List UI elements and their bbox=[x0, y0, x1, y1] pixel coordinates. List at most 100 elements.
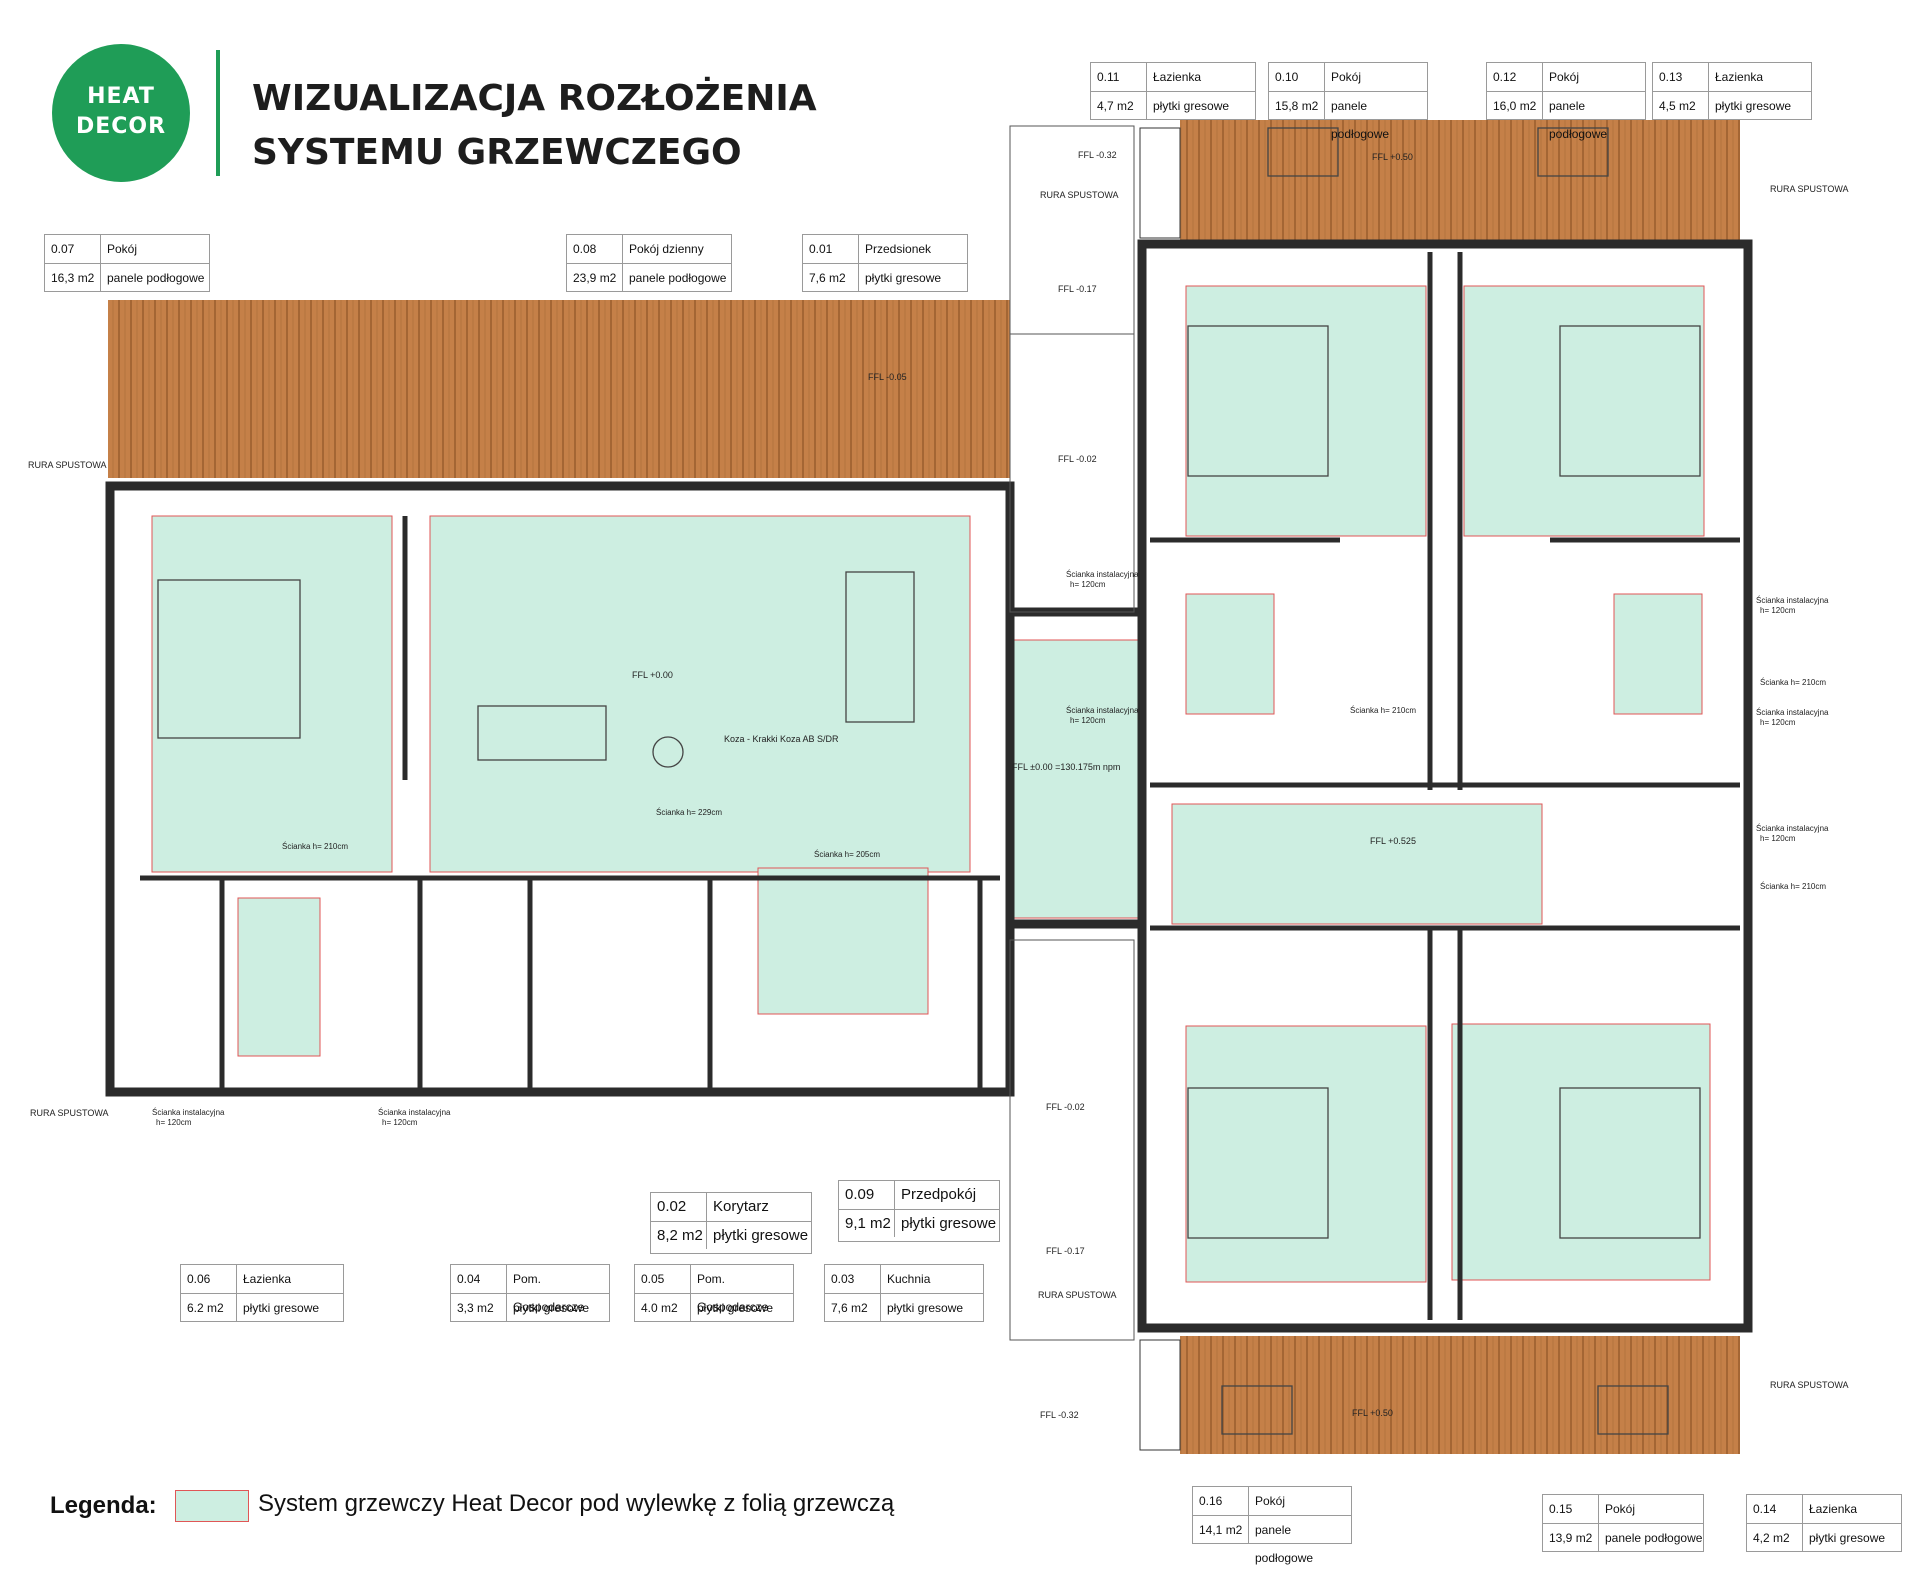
terrace-north-gap bbox=[1139, 127, 1181, 239]
logo-text-bottom: DECOR bbox=[75, 114, 167, 139]
room-area: 9,1 m2 bbox=[839, 1209, 895, 1237]
bed-0-12 bbox=[1559, 325, 1701, 477]
heating-zone-0-01 bbox=[1007, 639, 1141, 919]
room-name: Łazienka bbox=[1153, 70, 1202, 84]
terrace-table-s1 bbox=[1221, 1385, 1293, 1435]
room-name: Łazienka bbox=[1715, 70, 1764, 84]
room-area: 16,3 m2 bbox=[45, 263, 101, 291]
room-floor: panele podłogowe bbox=[101, 263, 209, 291]
room-floor: panele podłogowe bbox=[1249, 1515, 1351, 1565]
room-floor: płytki gresowe bbox=[507, 1293, 609, 1321]
heating-zone-0-09 bbox=[1171, 803, 1543, 925]
room-name: Pokój dzienny bbox=[629, 242, 704, 256]
note-h120-east-3: h= 120cm bbox=[1760, 834, 1796, 843]
heating-zone-0-12 bbox=[1463, 285, 1705, 537]
note-h120-vest-1: h= 120cm bbox=[1070, 580, 1106, 589]
legend-title: Legenda: bbox=[50, 1492, 157, 1519]
bed-0-16 bbox=[1187, 1087, 1329, 1239]
room-name: Korytarz bbox=[713, 1198, 769, 1215]
room-label-0-08: 0.08 Pokój dzienny 23,9 m2 panele podłog… bbox=[566, 234, 732, 292]
room-label-0-14: 0.14 Łazienka 4,2 m2 płytki gresowe bbox=[1746, 1494, 1902, 1552]
note-ffl-north-deck: FFL -0.32 bbox=[1078, 150, 1117, 160]
room-name: Pom. Gospodarcze bbox=[513, 1272, 585, 1314]
sofa bbox=[477, 705, 607, 761]
terrace-north-east bbox=[1180, 120, 1740, 240]
room-area: 16,0 m2 bbox=[1487, 91, 1543, 119]
note-koza: Koza - Krakki Koza AB S/DR bbox=[724, 734, 839, 744]
room-name: Przedpokój bbox=[901, 1186, 977, 1203]
room-area: 14,1 m2 bbox=[1193, 1515, 1249, 1543]
room-label-0-02: 0.02 Korytarz 8,2 m2 płytki gresowe bbox=[650, 1192, 812, 1254]
room-number: 0.15 bbox=[1543, 1495, 1599, 1523]
room-area: 23,9 m2 bbox=[567, 263, 623, 291]
room-label-0-11: 0.11 Łazienka 4,7 m2 płytki gresowe bbox=[1090, 62, 1256, 120]
note-ffl-002-bottom: FFL -0.02 bbox=[1046, 1102, 1085, 1112]
room-number: 0.05 bbox=[635, 1265, 691, 1293]
note-ffl-000: FFL +0.00 bbox=[632, 670, 673, 680]
room-floor: panele podłogowe bbox=[1543, 91, 1645, 141]
room-name: Kuchnia bbox=[887, 1272, 931, 1286]
note-h120-west-1: h= 120cm bbox=[156, 1118, 192, 1127]
room-area: 4,7 m2 bbox=[1091, 91, 1147, 119]
heating-zone-0-08 bbox=[429, 515, 971, 873]
room-name: Pokój bbox=[1549, 70, 1580, 84]
terraces bbox=[108, 120, 1740, 1454]
dining-table bbox=[845, 571, 915, 723]
note-h120-west-2: h= 120cm bbox=[382, 1118, 418, 1127]
room-label-0-06: 0.06 Łazienka 6.2 m2 płytki gresowe bbox=[180, 1264, 344, 1322]
room-floor: płytki gresowe bbox=[1803, 1523, 1901, 1551]
room-name: Pokój bbox=[107, 242, 138, 256]
room-number: 0.08 bbox=[567, 235, 623, 263]
interior-walls bbox=[140, 252, 1740, 1320]
terrace-table-n1 bbox=[1267, 127, 1339, 177]
bed-0-07 bbox=[157, 579, 301, 739]
heating-zone-0-16 bbox=[1185, 1025, 1427, 1283]
room-area: 7,6 m2 bbox=[803, 263, 859, 291]
legend-swatch bbox=[175, 1490, 249, 1522]
room-floor: płytki gresowe bbox=[881, 1293, 983, 1321]
heating-zone-0-06 bbox=[237, 897, 321, 1057]
room-label-0-13: 0.13 Łazienka 4,5 m2 płytki gresowe bbox=[1652, 62, 1812, 120]
bed-0-15 bbox=[1559, 1087, 1701, 1239]
room-area: 6.2 m2 bbox=[181, 1293, 237, 1321]
room-label-0-04: 0.04 Pom. Gospodarcze 3,3 m2 płytki gres… bbox=[450, 1264, 610, 1322]
stove bbox=[652, 736, 684, 768]
note-ffl-017-top: FFL -0.17 bbox=[1058, 284, 1097, 294]
room-floor: płytki gresowe bbox=[1147, 91, 1255, 119]
note-h120-east-2: h= 120cm bbox=[1760, 718, 1796, 727]
room-floor: płytki gresowe bbox=[707, 1221, 811, 1249]
room-floor: płytki gresowe bbox=[859, 263, 967, 291]
note-ffl-north-050: FFL +0.50 bbox=[1372, 152, 1413, 162]
room-floor: płytki gresowe bbox=[237, 1293, 343, 1321]
room-number: 0.12 bbox=[1487, 63, 1543, 91]
room-name: Pokój bbox=[1255, 1494, 1286, 1508]
room-name: Pokój bbox=[1331, 70, 1362, 84]
room-label-0-07: 0.07 Pokój 16,3 m2 panele podłogowe bbox=[44, 234, 210, 292]
note-scianka-inst-west-2: Ścianka instalacyjna bbox=[378, 1108, 451, 1117]
heating-zone-0-07 bbox=[151, 515, 393, 873]
room-number: 0.13 bbox=[1653, 63, 1709, 91]
room-name: Łazienka bbox=[1809, 1502, 1858, 1516]
heating-zone-0-10 bbox=[1185, 285, 1427, 537]
heating-zone-0-15 bbox=[1451, 1023, 1711, 1281]
note-scianka-inst-vest-2: Ścianka instalacyjna bbox=[1066, 706, 1139, 715]
room-area: 13,9 m2 bbox=[1543, 1523, 1599, 1551]
note-h120-vest-2: h= 120cm bbox=[1070, 716, 1106, 725]
terrace-south-gap bbox=[1139, 1339, 1181, 1451]
room-label-0-09: 0.09 Przedpokój 9,1 m2 płytki gresowe bbox=[838, 1180, 1000, 1242]
note-rura-west-bottom: RURA SPUSTOWA bbox=[30, 1108, 109, 1118]
logo-text-top: HEAT bbox=[87, 84, 155, 109]
room-area: 3,3 m2 bbox=[451, 1293, 507, 1321]
room-number: 0.04 bbox=[451, 1265, 507, 1293]
note-rura-south-mid: RURA SPUSTOWA bbox=[1038, 1290, 1117, 1300]
header-divider bbox=[216, 50, 220, 176]
terrace-table-n2 bbox=[1537, 127, 1609, 177]
heating-zone-0-11 bbox=[1185, 593, 1275, 715]
room-number: 0.10 bbox=[1269, 63, 1325, 91]
note-ffl-0525: FFL +0.525 bbox=[1370, 836, 1416, 846]
room-area: 4,5 m2 bbox=[1653, 91, 1709, 119]
room-label-0-01: 0.01 Przedsionek 7,6 m2 płytki gresowe bbox=[802, 234, 968, 292]
note-ffl-002-top: FFL -0.02 bbox=[1058, 454, 1097, 464]
room-area: 8,2 m2 bbox=[651, 1221, 707, 1249]
